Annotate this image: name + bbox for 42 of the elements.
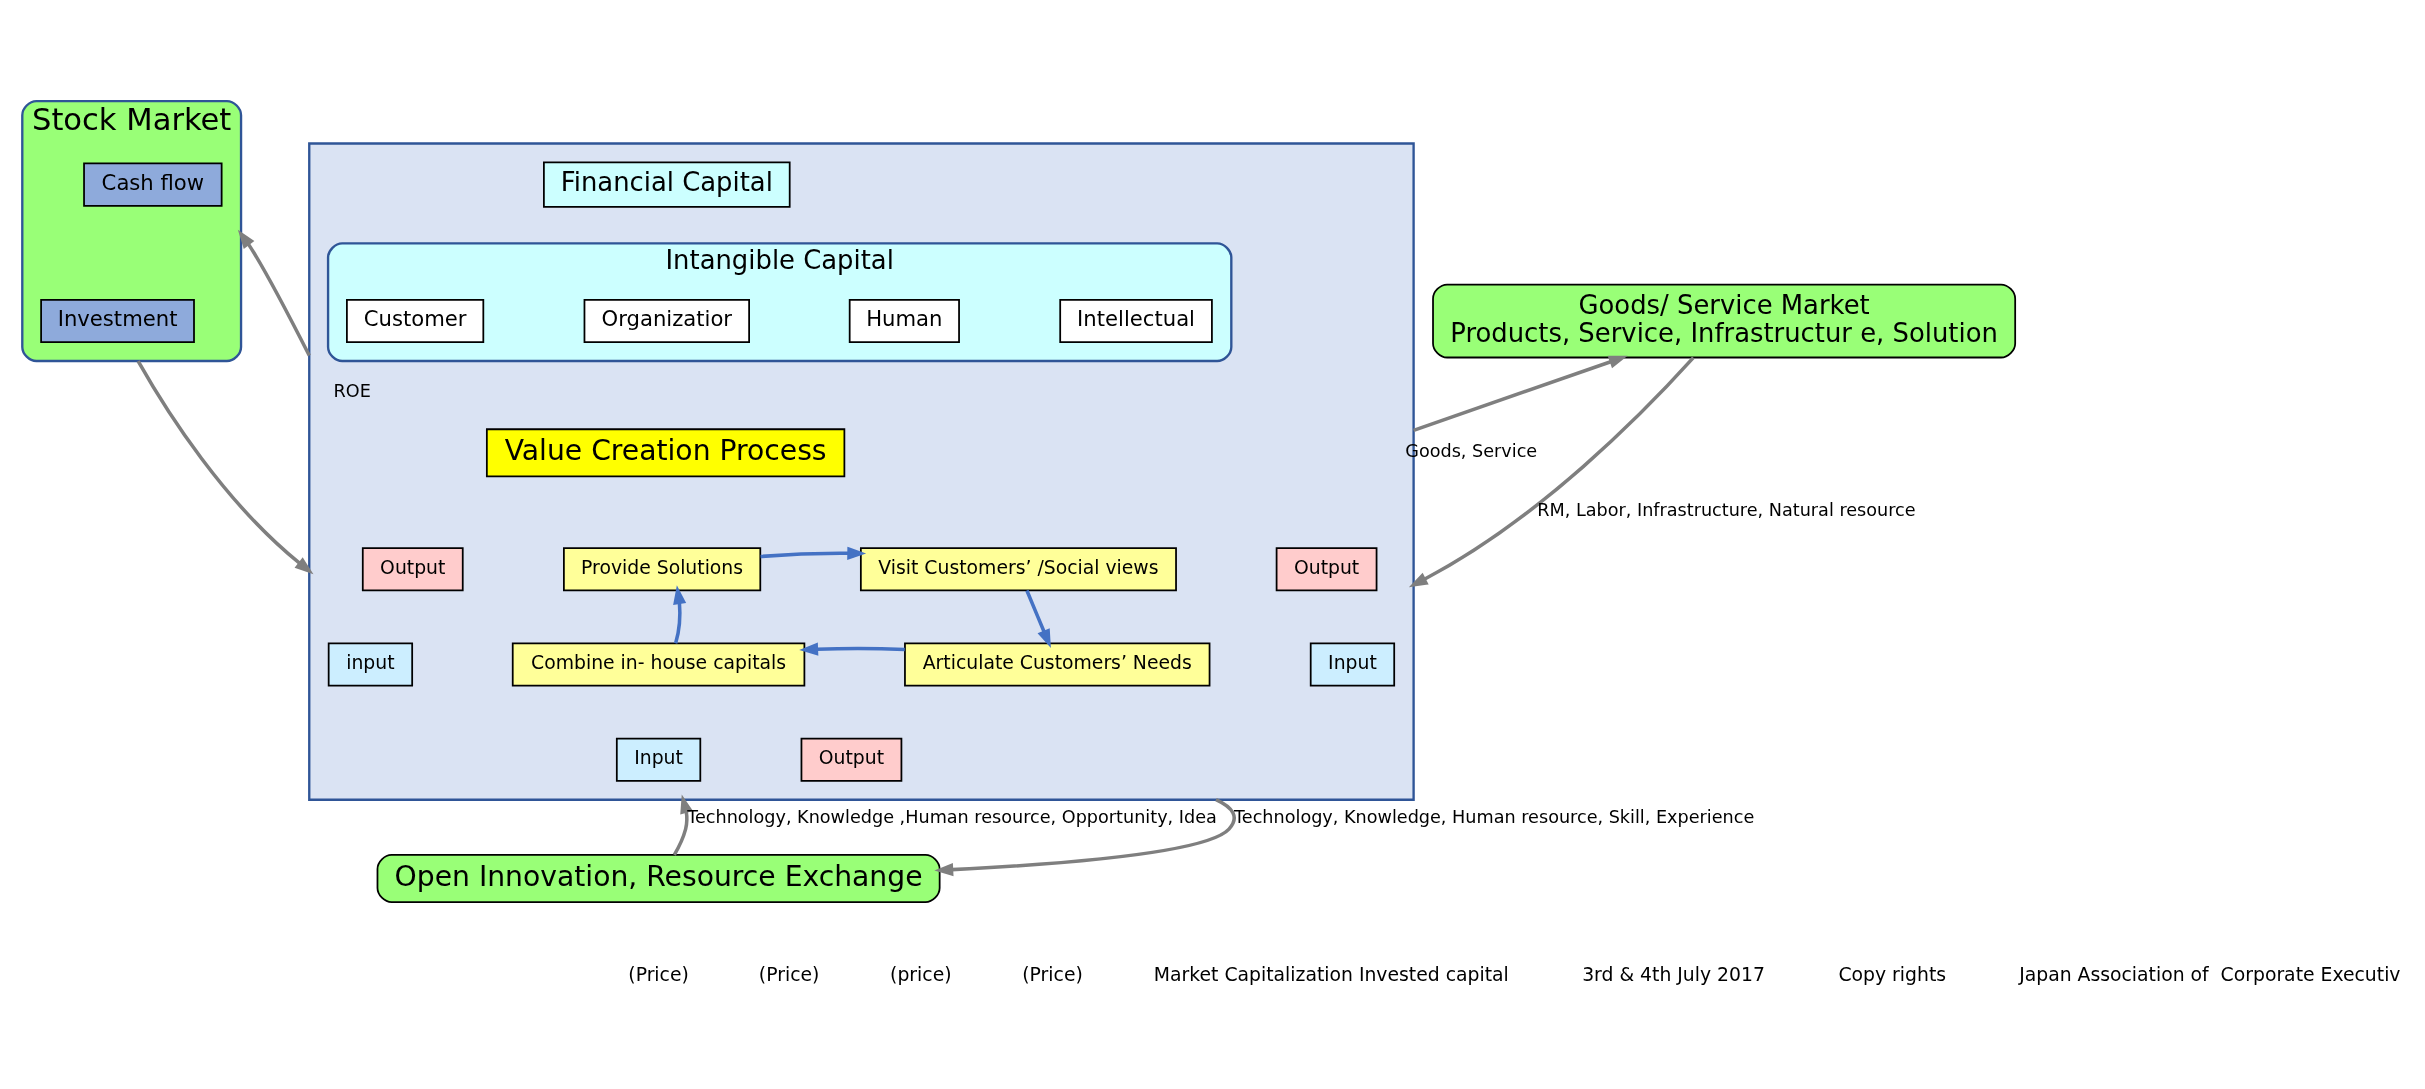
label: (Price)	[1022, 963, 1083, 985]
label: (Price)	[628, 963, 689, 985]
label: Japan Association of Corporate Executiv	[2019, 963, 2401, 985]
node-box: Combine in- house capitals	[511, 642, 806, 687]
edge-label: RM, Labor, Infrastructure, Natural resource	[1537, 500, 1916, 521]
node-box: Investment	[40, 299, 195, 344]
node-box: Human	[848, 299, 960, 344]
node-box: Provide Solutions	[563, 547, 762, 592]
label: Copy rights	[1838, 963, 1947, 985]
arrow	[1025, 589, 1051, 649]
node-box: Input	[1309, 642, 1396, 687]
node-box: Output	[800, 737, 903, 782]
arrow	[1408, 356, 1695, 588]
arrow	[136, 360, 314, 575]
arrow	[673, 585, 687, 644]
arrow	[672, 794, 693, 856]
node-box: Goods/ Service Market Products, Service, Infrastructur e, Solution	[1432, 283, 2017, 359]
label: (Price)	[758, 963, 820, 985]
node-box: Organizatior	[583, 299, 750, 344]
node-box: Output	[361, 547, 464, 592]
node-box: Financial Capital	[543, 161, 791, 208]
arrow	[237, 229, 311, 357]
node-box: Value Creation Process	[485, 428, 846, 478]
arrow	[760, 546, 867, 560]
arrow	[799, 642, 905, 656]
edge-label: Technology, Knowledge ,Human resource, Opportunity, Idea	[687, 807, 1217, 828]
edge-label: Technology, Knowledge, Human resource, Skill, Experience	[1234, 807, 1755, 828]
node-box: input	[327, 642, 414, 687]
node-box: Cash flow	[83, 162, 223, 207]
node-box: Intellectual	[1059, 299, 1213, 344]
node-box: Articulate Customers’ Needs	[904, 642, 1211, 687]
node-box: Visit Customers’ /Social views	[859, 547, 1177, 592]
label: 3rd & 4th July 2017	[1582, 963, 1765, 985]
arrow	[934, 798, 1236, 877]
label: (price)	[890, 963, 952, 985]
label: Market Capitalization Invested capital	[1153, 963, 1509, 985]
arrow	[1413, 355, 1628, 433]
edge-label: ROE	[333, 381, 371, 402]
node-box: Customer	[346, 299, 485, 344]
node-box: Output	[1275, 547, 1378, 592]
node-box: Input	[615, 737, 702, 782]
node-box: Open Innovation, Resource Exchange	[376, 854, 941, 903]
